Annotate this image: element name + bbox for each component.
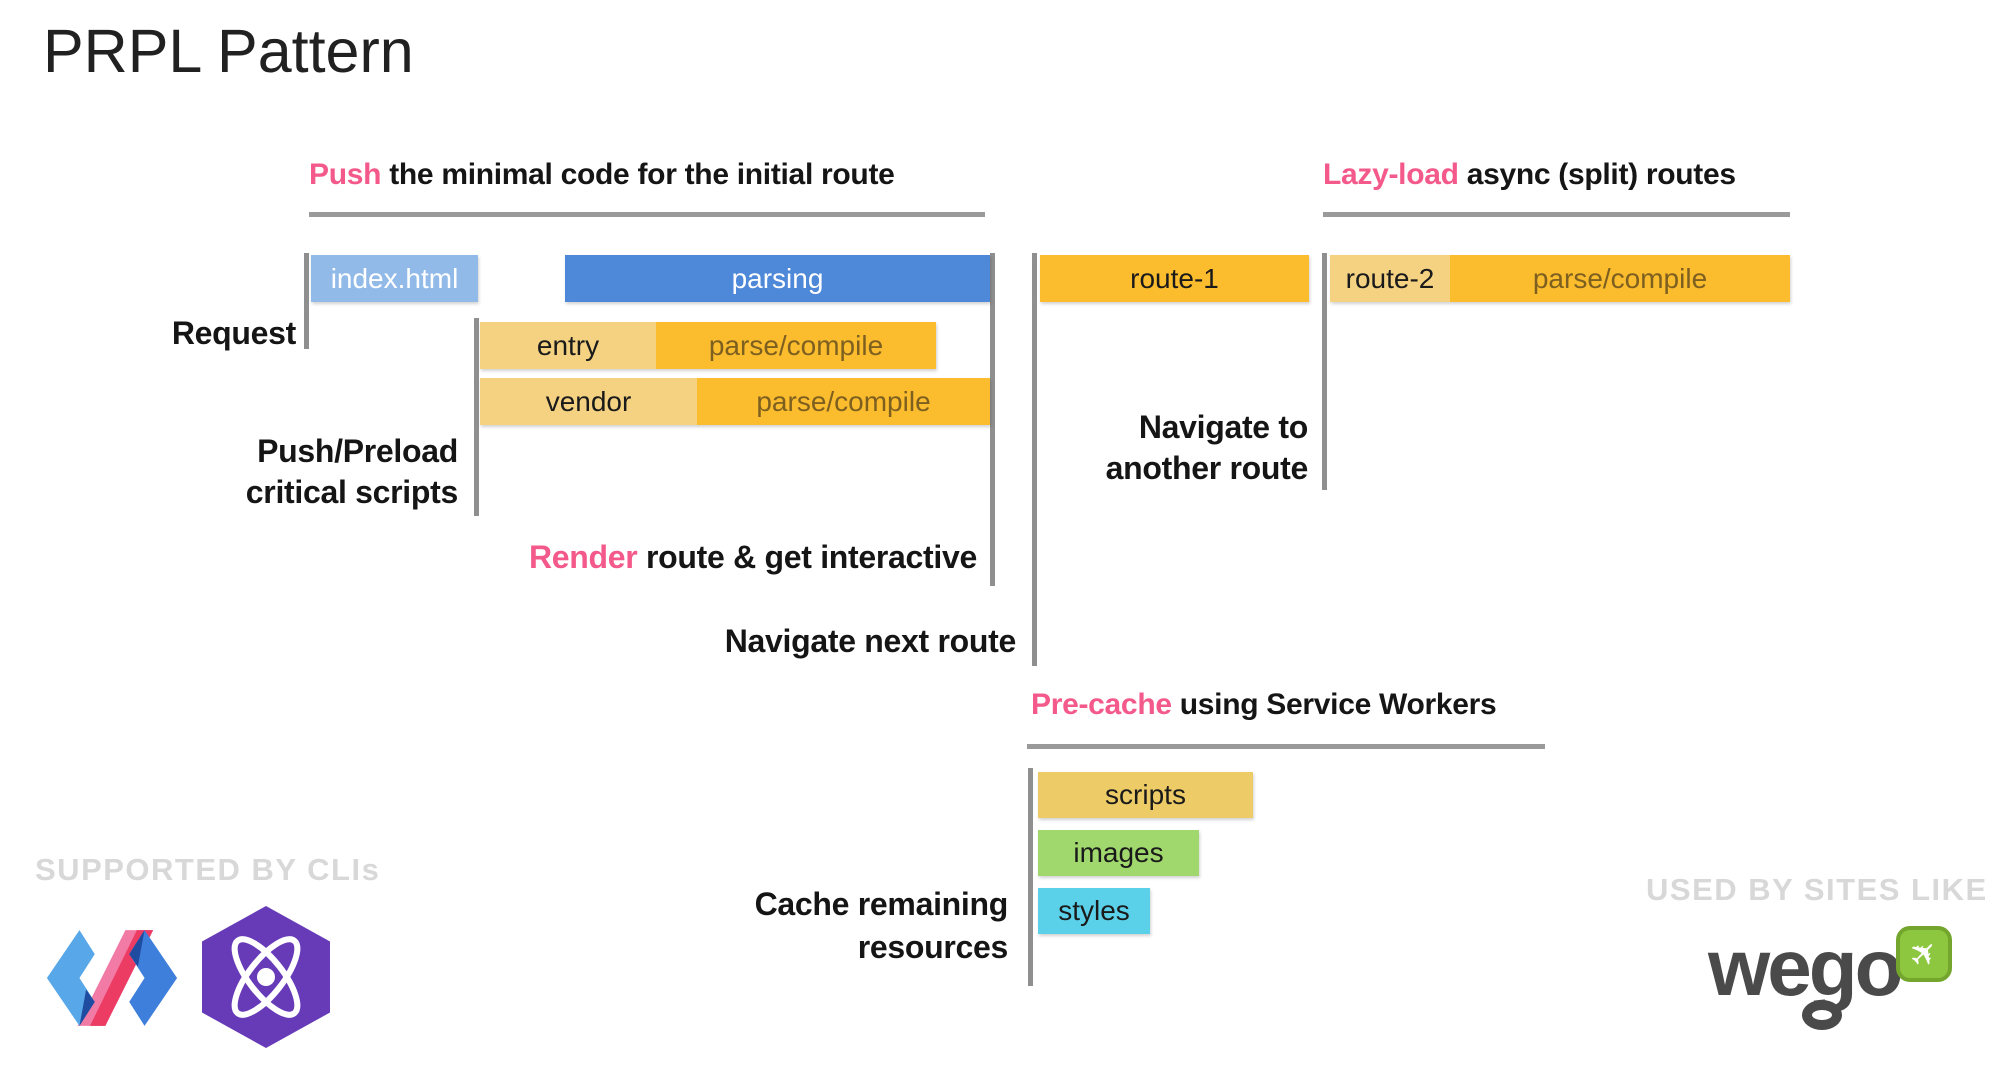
scripts-label: scripts xyxy=(1105,779,1186,810)
images-bar: images xyxy=(1038,830,1199,876)
vendor-parse-segment: parse/compile xyxy=(697,378,990,425)
used-by-sites-watermark: USED BY SITES LIKE xyxy=(1646,872,1988,907)
push-preload-tick xyxy=(474,318,479,516)
parsing-bar: parsing xyxy=(565,255,990,302)
styles-bar: styles xyxy=(1038,888,1150,934)
vendor-label-segment: vendor xyxy=(480,378,697,425)
entry-parse-label: parse/compile xyxy=(708,329,884,361)
render-keyword: Render xyxy=(528,539,638,575)
styles-label: styles xyxy=(1058,895,1130,926)
push-section-heading: Push the minimal code for the initial ro… xyxy=(309,158,895,192)
route1-bar: route-1 xyxy=(1040,255,1309,302)
navigate-another-label: Navigate to another route xyxy=(1105,409,1309,486)
push-preload-label: Push/Preload critical scripts xyxy=(245,433,459,510)
render-label: Render route & get interactive xyxy=(528,539,977,575)
entry-parse-segment: parse/compile xyxy=(656,322,936,369)
route2-parse-label: parse/compile xyxy=(1532,262,1708,294)
request-tick xyxy=(304,253,309,349)
lazyload-heading-underline xyxy=(1323,212,1790,217)
precache-heading-rest: using Service Workers xyxy=(1171,688,1497,721)
vendor-bar: vendor parse/compile xyxy=(480,378,990,425)
precache-tick xyxy=(1028,768,1033,986)
wego-logo: wego xyxy=(1708,923,1903,1012)
vendor-label: vendor xyxy=(545,385,632,417)
route2-parse-segment: parse/compile xyxy=(1450,255,1790,302)
supported-by-clis-watermark: SUPPORTED BY CLIs xyxy=(35,852,381,887)
preact-logo xyxy=(202,906,330,1048)
navigate-another-tick xyxy=(1322,253,1327,490)
route2-label: route-2 xyxy=(1345,262,1435,294)
cache-remaining-label: Cache remaining resources xyxy=(754,886,1009,965)
entry-label-segment: entry xyxy=(480,322,656,369)
navigate-next-tick xyxy=(1032,253,1037,666)
polymer-logo xyxy=(46,930,178,1026)
precache-heading-underline xyxy=(1027,744,1545,749)
route1-label: route-1 xyxy=(1130,262,1219,294)
wego-plane-badge: ✈ xyxy=(1896,926,1952,982)
wego-g-bowl xyxy=(1802,1000,1842,1030)
entry-label: entry xyxy=(536,329,600,361)
images-label: images xyxy=(1073,837,1164,868)
precache-keyword: Pre-cache xyxy=(1031,688,1172,721)
vendor-parse-label: parse/compile xyxy=(756,385,931,417)
page-title: PRPL Pattern xyxy=(43,17,414,85)
lazyload-heading-rest: async (split) routes xyxy=(1458,158,1736,191)
request-label: Request xyxy=(171,315,296,351)
navigate-next-label: Navigate next route xyxy=(724,623,1017,659)
render-tick xyxy=(990,253,995,586)
push-keyword: Push xyxy=(309,158,382,191)
lazyload-section-heading: Lazy-load async (split) routes xyxy=(1323,158,1736,192)
precache-section-heading: Pre-cache using Service Workers xyxy=(1031,688,1497,722)
push-heading-underline xyxy=(309,212,985,217)
push-heading-rest: the minimal code for the initial route xyxy=(381,158,895,191)
index-html-bar: index.html xyxy=(311,255,478,302)
scripts-bar: scripts xyxy=(1038,772,1253,818)
entry-bar: entry parse/compile xyxy=(480,322,936,369)
route2-bar: route-2 parse/compile xyxy=(1330,255,1790,302)
wego-plane-icon: ✈ xyxy=(1900,930,1948,978)
route2-label-segment: route-2 xyxy=(1330,255,1450,302)
parsing-label: parsing xyxy=(731,262,824,294)
index-html-label: index.html xyxy=(330,262,459,294)
lazyload-keyword: Lazy-load xyxy=(1323,158,1459,191)
